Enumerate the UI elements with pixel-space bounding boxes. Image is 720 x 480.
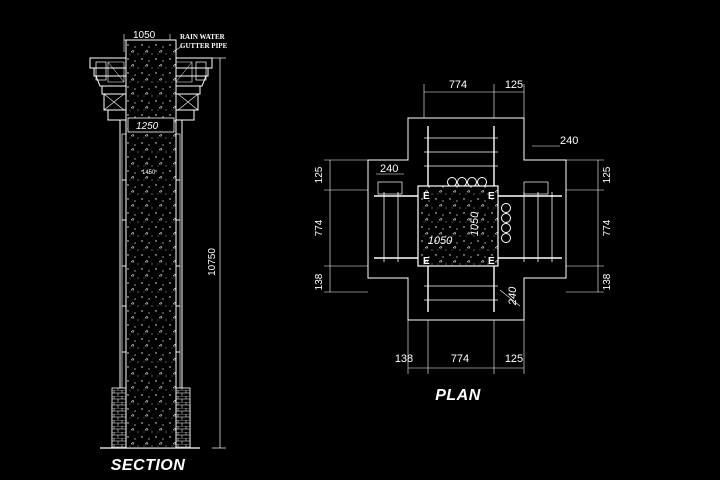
plan-center-v-dim: 1050 (469, 211, 481, 236)
plan-left-dim-125: 125 (314, 166, 325, 183)
plan-left-dim-774: 774 (314, 219, 325, 236)
section-top-dim: 1050 (133, 30, 156, 41)
plan-right-dim-774: 774 (602, 219, 613, 236)
plan-top-dim-125: 125 (505, 79, 523, 91)
column-core (125, 39, 177, 449)
gutter-pipe-note: GUTTER PIPE (180, 42, 228, 50)
plan-lower-right-dim-240: 240 (507, 286, 519, 306)
plan-dimensions (324, 84, 604, 374)
plan-left-dim-138: 138 (314, 273, 325, 290)
section-dim-1250: 1250 (136, 121, 159, 132)
section-dim-1450: 1450 (142, 170, 156, 176)
plan-right-dim-138: 138 (602, 273, 613, 290)
plan-bottom-dim-138: 138 (395, 353, 413, 365)
plan-title: PLAN (435, 387, 481, 404)
plan-bottom-dim-125: 125 (505, 353, 523, 365)
plan-center-h-dim: 1050 (428, 235, 453, 247)
rain-water-note: RAIN WATER (180, 33, 226, 41)
corner-mark-tr: E (488, 191, 495, 202)
plan-left-top-dim-240: 240 (380, 163, 398, 175)
corner-mark-tl: E (423, 191, 430, 202)
plan-right-top-dim-240: 240 (560, 135, 578, 147)
height-dimension (212, 57, 226, 449)
corner-mark-br: E (488, 256, 495, 267)
section-height-dim: 10750 (207, 248, 218, 276)
plan-bottom-dim-774: 774 (451, 353, 469, 365)
plan-top-dim-774: 774 (449, 79, 467, 91)
plan-right-dim-125: 125 (602, 166, 613, 183)
section-title: SECTION (111, 457, 186, 474)
corner-mark-bl: E (423, 256, 430, 267)
dimension-box-1250 (127, 117, 175, 133)
plan-core (417, 185, 499, 267)
